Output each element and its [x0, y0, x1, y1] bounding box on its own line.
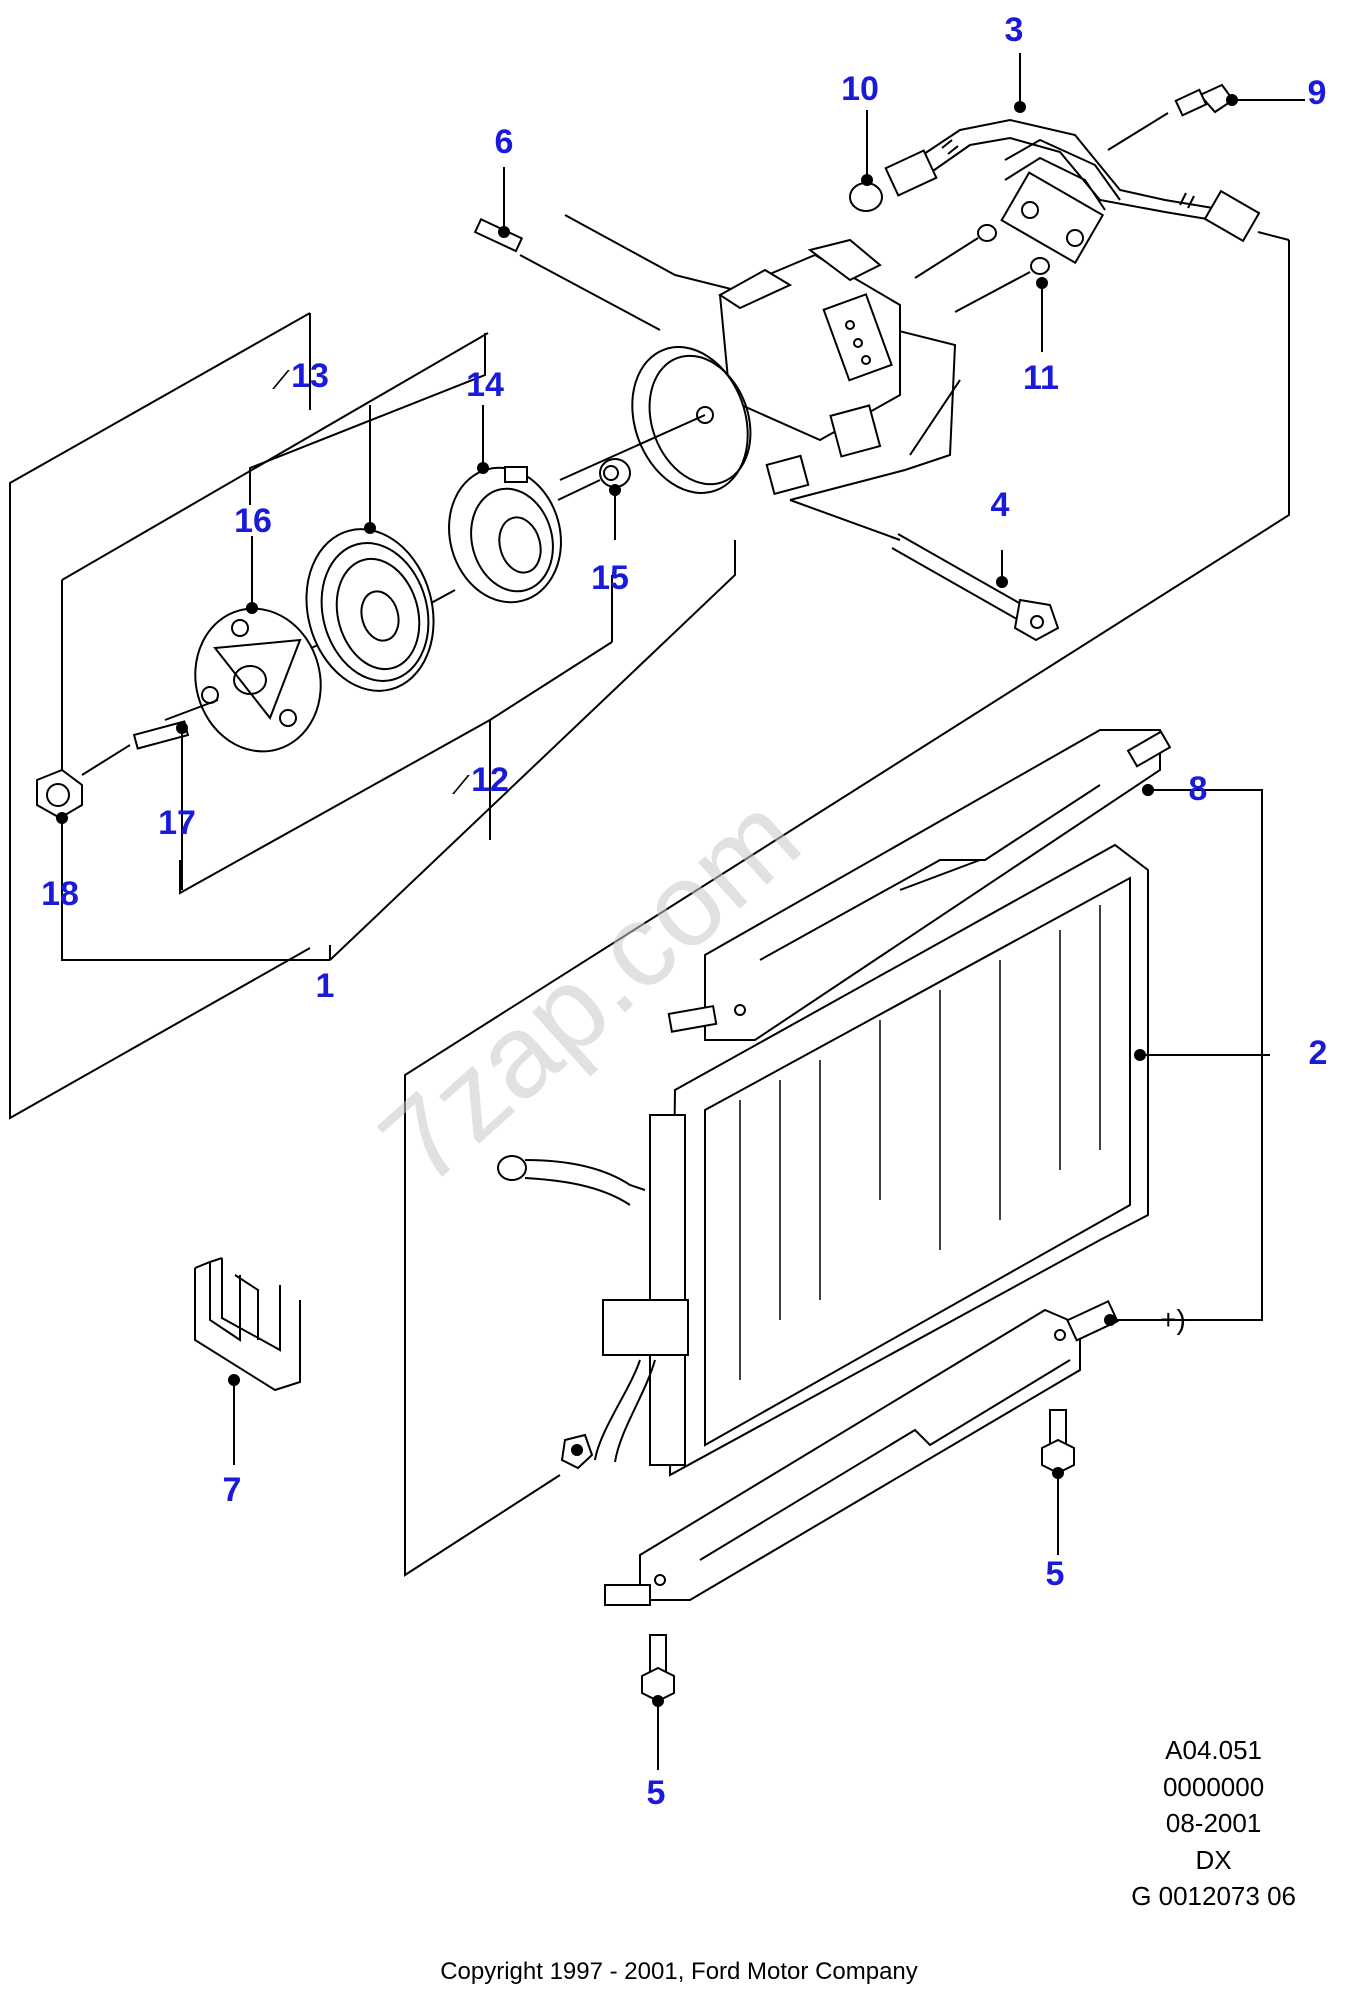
clutch-plate-16: [164, 536, 322, 753]
callout-7[interactable]: 7: [222, 1471, 242, 1509]
group-bracket-2: [404, 240, 1290, 1577]
callout-2[interactable]: 2: [1308, 1034, 1328, 1072]
clip-7: [194, 1257, 301, 1465]
callout-5-lower[interactable]: 5: [646, 1774, 666, 1812]
bolt-17: [81, 720, 190, 890]
field-coil-14: [399, 405, 562, 621]
bolt-4: [789, 499, 1060, 642]
callout-1[interactable]: 1: [315, 967, 335, 1005]
slash-mark-13: ⁄: [279, 364, 285, 395]
bracket-rail-8: [667, 729, 1263, 1321]
callout-6[interactable]: 6: [494, 123, 514, 161]
callout-8[interactable]: 8: [1188, 770, 1208, 808]
group-bracket-13: [249, 313, 486, 505]
o-rings-11: [914, 224, 1050, 352]
callout-13[interactable]: 13: [291, 357, 329, 395]
lower-bracket-rail: [604, 1299, 1205, 1606]
copyright-notice: Copyright 1997 - 2001, Ford Motor Compan…: [440, 1958, 918, 1985]
callout-11[interactable]: 11: [1023, 359, 1059, 397]
model-code: DX: [1195, 1844, 1232, 1875]
o-ring-10: [849, 110, 883, 212]
drawing-number: 0000000: [1162, 1771, 1265, 1802]
plus-mark: +): [1160, 1304, 1186, 1335]
callout-16[interactable]: 16: [234, 502, 272, 540]
callout-14[interactable]: 14: [466, 366, 504, 404]
slash-mark-12: ⁄: [459, 769, 465, 800]
pin-6: [473, 167, 661, 331]
callout-9[interactable]: 9: [1307, 74, 1327, 112]
condenser-core-2: [668, 843, 1270, 1477]
bolt-5-lower: [641, 1634, 675, 1770]
drawing-code: A04.051: [1165, 1735, 1263, 1765]
callout-3[interactable]: 3: [1004, 11, 1024, 49]
callout-10[interactable]: 10: [841, 70, 879, 108]
bolt-9: [1107, 83, 1305, 151]
callout-12[interactable]: 12: [471, 761, 509, 799]
nut-18: [36, 768, 83, 880]
callout-17[interactable]: 17: [158, 804, 196, 842]
callout-18[interactable]: 18: [41, 875, 79, 913]
graphic-id: G 0012073 06: [1131, 1881, 1296, 1912]
group-bracket-12: [179, 575, 613, 895]
drawing-reference-block: A04.051 0000000 08-2001 DX G 0012073 06: [1131, 1732, 1296, 1915]
callout-4[interactable]: 4: [990, 486, 1010, 524]
drawing-date: 08-2001: [1165, 1808, 1262, 1839]
compressor-body: [559, 214, 961, 501]
hose-assembly-3: [884, 53, 1290, 265]
callout-15[interactable]: 15: [591, 559, 629, 597]
group-bracket-1: [9, 312, 736, 1120]
callout-5-upper[interactable]: 5: [1045, 1555, 1065, 1593]
bolt-5-upper: [1041, 1409, 1075, 1555]
receiver-drier-pipes: [497, 1114, 689, 1470]
shim-15: [557, 458, 631, 540]
